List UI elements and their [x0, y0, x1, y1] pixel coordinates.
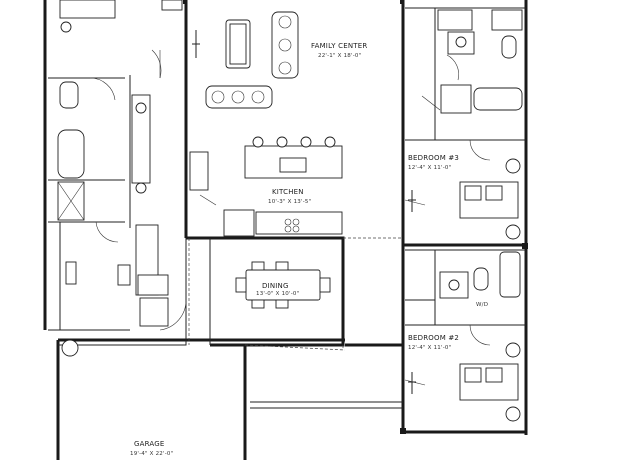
interior-walls [48, 7, 526, 409]
kitchen-size: 10'-3" X 13'-5" [268, 199, 312, 205]
bedroom3-size: 12'-4" X 11'-0" [408, 165, 452, 171]
dining-label: DINING [262, 282, 289, 290]
bedroom3-label: BEDROOM #3 [408, 154, 460, 162]
exterior-walls [43, 0, 528, 460]
wall-tag: W/D [476, 302, 489, 308]
garage-label: GARAGE [134, 440, 165, 448]
kitchen-label: KITCHEN [272, 188, 304, 196]
bedroom2-label: BEDROOM #2 [408, 334, 460, 342]
left-bath-fixtures [57, 0, 169, 357]
kitchen-fixtures [189, 136, 343, 237]
right-wing-fixtures [408, 9, 523, 422]
garage-size: 19'-4" X 22'-0" [130, 451, 174, 457]
dining-table [235, 261, 331, 309]
wall-blocks [183, 0, 528, 434]
family-center-furniture [161, 0, 299, 109]
family-center-label: FAMILY CENTER [311, 42, 368, 50]
bedroom2-size: 12'-4" X 11'-0" [408, 345, 452, 351]
dining-size: 13'-0" X 10'-0" [256, 291, 300, 297]
doors [89, 49, 491, 386]
dashed-lines [188, 237, 403, 351]
family-center-size: 22'-1" X 18'-0" [318, 53, 362, 59]
